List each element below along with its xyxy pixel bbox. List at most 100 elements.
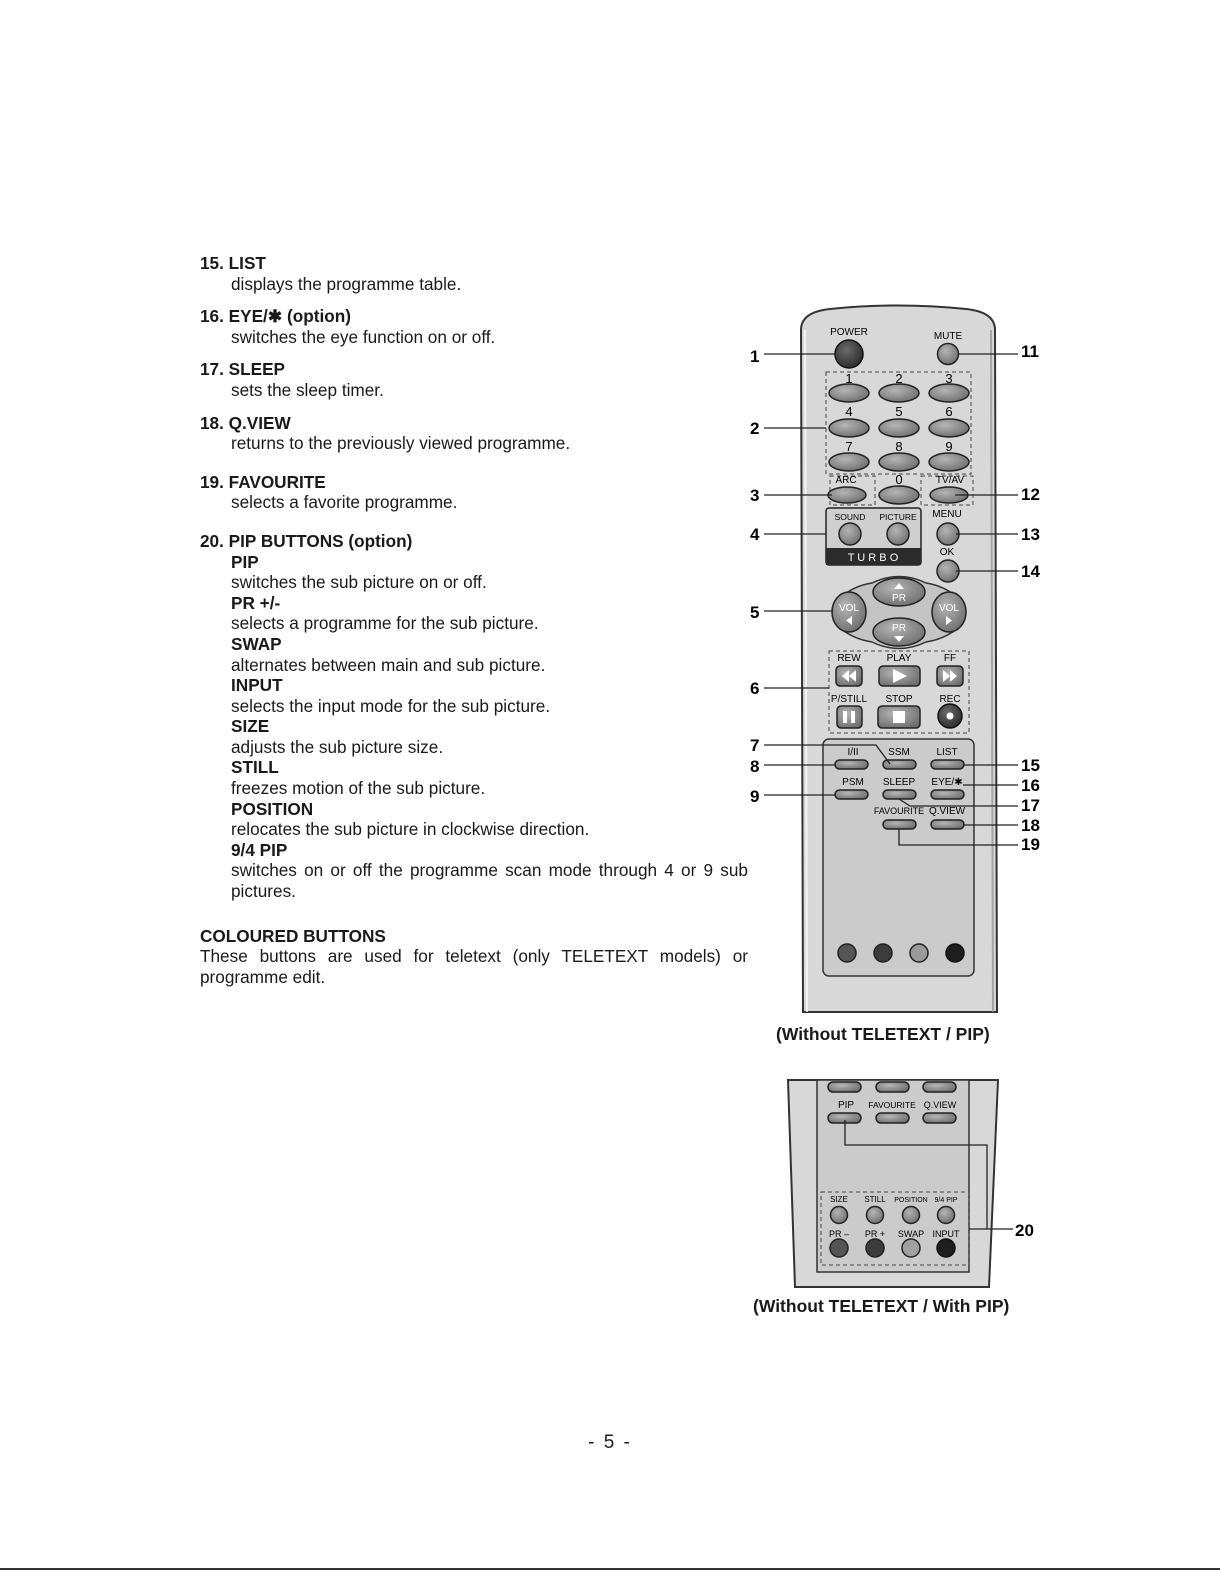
psm-label: PSM	[842, 777, 864, 788]
callout-1: 1	[750, 347, 759, 366]
coloured-button-2[interactable]	[873, 943, 893, 963]
callout-7: 7	[750, 736, 759, 755]
coloured-button-4[interactable]	[945, 943, 965, 963]
pr-label: PR	[892, 593, 906, 604]
top-button[interactable]	[875, 1081, 910, 1093]
top-button[interactable]	[922, 1081, 957, 1093]
play-icon	[893, 669, 907, 683]
qview-button[interactable]	[930, 819, 965, 830]
pause-icon	[843, 711, 855, 723]
power-label: POWER	[830, 327, 868, 338]
digit-6-button[interactable]	[928, 418, 970, 438]
picture-button[interactable]	[886, 522, 910, 546]
digit-3-button[interactable]	[928, 383, 970, 403]
record-icon	[946, 712, 954, 720]
digit-9-button[interactable]	[928, 452, 970, 472]
prplus-button[interactable]	[865, 1238, 885, 1258]
list-button[interactable]	[930, 759, 965, 770]
item-desc: displays the programme table.	[231, 273, 462, 294]
digit-2-button[interactable]	[878, 383, 920, 403]
item-desc: switches the eye function on or off.	[231, 326, 496, 347]
prplus-label: PR +	[865, 1229, 885, 1239]
favourite-label: FAVOURITE	[874, 806, 924, 816]
item-desc: returns to the previously viewed program…	[231, 433, 571, 454]
digit-4-button[interactable]	[828, 418, 870, 438]
input-button[interactable]	[936, 1238, 956, 1258]
digit-0-button[interactable]	[878, 485, 920, 505]
callout-20-leaders	[844, 1120, 1013, 1230]
digit-1-button[interactable]	[828, 383, 870, 403]
pr-up-button[interactable]	[872, 577, 926, 607]
turbo-label: T U R B O	[848, 552, 899, 564]
pip-button-desc: switches on or off the programme scan mo…	[231, 860, 748, 902]
qview-label: Q.VIEW	[924, 1100, 957, 1110]
ssm-button[interactable]	[882, 759, 917, 770]
iii-button[interactable]	[834, 759, 869, 770]
callout-4: 4	[750, 525, 760, 544]
digit-label: 1	[845, 371, 852, 386]
pip-button-desc: alternates between main and sub picture.	[231, 654, 546, 675]
callout-2: 2	[750, 419, 759, 438]
coloured-button-1[interactable]	[837, 943, 857, 963]
page-number: - 5 -	[588, 1432, 632, 1453]
coloured-title: COLOURED BUTTONS	[200, 925, 386, 946]
pip-button-desc: selects the input mode for the sub pictu…	[231, 695, 551, 716]
item-eye: 16. EYE/✱ (option) switches the eye func…	[200, 306, 748, 347]
still-button[interactable]	[865, 1205, 885, 1225]
mute-label: MUTE	[934, 331, 963, 342]
top-button[interactable]	[827, 1081, 862, 1093]
pr-label: PR	[892, 623, 906, 634]
item-title: 16. EYE/✱ (option)	[200, 306, 351, 327]
callout-18: 18	[1021, 816, 1040, 835]
pstill-button[interactable]	[836, 705, 863, 729]
callout-16: 16	[1021, 776, 1040, 795]
sound-button[interactable]	[838, 522, 862, 546]
item-sleep: 17. SLEEP sets the sleep timer.	[200, 359, 748, 400]
pip94-button[interactable]	[936, 1205, 956, 1225]
power-button[interactable]	[834, 339, 864, 369]
item-desc: selects a favorite programme.	[231, 492, 458, 513]
callout-11: 11	[1021, 342, 1039, 361]
pip-button-desc: selects a programme for the sub picture.	[231, 613, 539, 634]
pip94-label: 9/4 PIP	[935, 1197, 958, 1204]
arc-button[interactable]	[827, 486, 867, 504]
favourite-button[interactable]	[882, 819, 917, 830]
iii-label: I/II	[847, 747, 858, 758]
digit-label: 7	[845, 439, 852, 454]
digit-label: 0	[895, 472, 902, 487]
stop-label: STOP	[885, 694, 912, 705]
coloured-button-3[interactable]	[909, 943, 929, 963]
vol-up-button[interactable]	[931, 591, 967, 633]
digit-5-button[interactable]	[878, 418, 920, 438]
pip-button-name: STILL	[231, 757, 279, 778]
sleep-button[interactable]	[882, 789, 917, 800]
favourite-button[interactable]	[875, 1112, 910, 1124]
menu-label: MENU	[932, 509, 961, 520]
pstill-label: P/STILL	[831, 694, 868, 705]
pip-button-name: PIP	[231, 551, 259, 572]
digit-label: 6	[945, 404, 952, 419]
rec-label: REC	[939, 694, 960, 705]
psm-button[interactable]	[834, 789, 869, 800]
vol-down-button[interactable]	[831, 591, 867, 633]
size-button[interactable]	[829, 1205, 849, 1225]
coloured-buttons-section: COLOURED BUTTONS These buttons are used …	[200, 926, 748, 988]
swap-button[interactable]	[901, 1238, 921, 1258]
prminus-button[interactable]	[829, 1238, 849, 1258]
digit-7-button[interactable]	[828, 452, 870, 472]
eye-button[interactable]	[930, 789, 965, 800]
pr-down-button[interactable]	[872, 617, 926, 647]
callout-5: 5	[750, 603, 759, 622]
mute-button[interactable]	[936, 342, 960, 366]
qview-button[interactable]	[922, 1112, 957, 1124]
menu-button[interactable]	[936, 522, 960, 546]
list-label: LIST	[936, 747, 957, 758]
still-label: STILL	[864, 1195, 886, 1204]
digit-8-button[interactable]	[878, 452, 920, 472]
position-button[interactable]	[901, 1205, 921, 1225]
remote-2-caption: (Without TELETEXT / With PIP)	[753, 1296, 1010, 1316]
ok-button[interactable]	[936, 559, 960, 583]
item-qview: 18. Q.VIEW returns to the previously vie…	[200, 413, 748, 454]
digit-label: 2	[895, 371, 902, 386]
